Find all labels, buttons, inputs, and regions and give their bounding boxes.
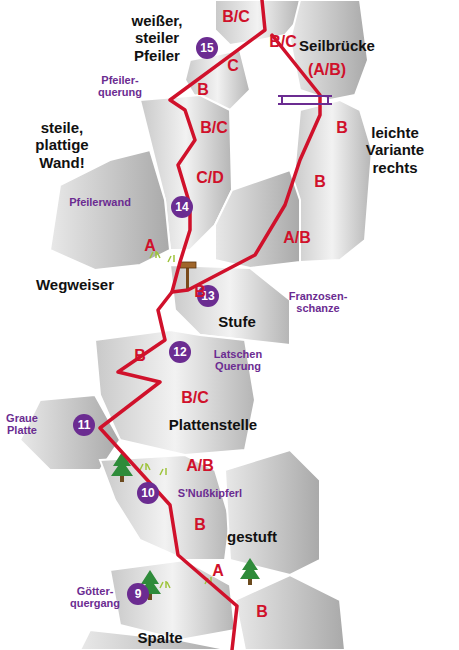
callout-number-text: 9 bbox=[135, 587, 142, 601]
section-name: Pfeilerwand bbox=[69, 196, 131, 208]
difficulty-grade: B bbox=[314, 173, 326, 191]
difficulty-grade: A/B bbox=[283, 229, 311, 247]
terrain-label: Plattenstelle bbox=[169, 416, 257, 433]
rock-pillars bbox=[20, 0, 372, 650]
difficulty-grade: B bbox=[256, 603, 268, 621]
difficulty-grade: B/C bbox=[181, 389, 209, 407]
terrain-label: gestuft bbox=[227, 528, 277, 545]
callout-number: 15 bbox=[196, 37, 218, 59]
section-name: S'Nußkipferl bbox=[178, 487, 242, 499]
difficulty-grade: B bbox=[336, 119, 348, 137]
difficulty-grade: B/C bbox=[269, 33, 297, 51]
callout-number-text: 12 bbox=[173, 345, 186, 359]
callout-number-text: 10 bbox=[141, 486, 154, 500]
difficulty-grade: (A/B) bbox=[308, 61, 346, 79]
difficulty-grade: A bbox=[212, 562, 224, 580]
rope-bridge bbox=[278, 96, 332, 104]
difficulty-grade: B bbox=[134, 347, 146, 365]
difficulty-grade: C/D bbox=[196, 169, 224, 187]
terrain-label: Stufe bbox=[218, 313, 256, 330]
difficulty-grade: A bbox=[144, 237, 156, 255]
difficulty-grade: B/C bbox=[222, 8, 250, 26]
section-name: Latschen Querung bbox=[208, 348, 268, 372]
trees bbox=[111, 452, 260, 600]
difficulty-grade: B bbox=[197, 81, 209, 99]
callout-number-text: 11 bbox=[78, 418, 91, 432]
callout-number: 14 bbox=[171, 196, 193, 218]
difficulty-grade: B bbox=[194, 283, 206, 301]
section-name: Franzosen- schanze bbox=[283, 290, 353, 314]
section-name: Graue Platte bbox=[2, 412, 42, 436]
terrain-label: Seilbrücke bbox=[299, 37, 375, 54]
terrain-label: leichte Variante rechts bbox=[355, 124, 435, 176]
difficulty-grade: B/C bbox=[200, 119, 228, 137]
callout-number: 9 bbox=[127, 583, 149, 605]
difficulty-grade: C bbox=[227, 57, 239, 75]
callout-number-text: 14 bbox=[175, 200, 188, 214]
callout-number: 10 bbox=[137, 482, 159, 504]
terrain-label: weißer, steiler Pfeiler bbox=[124, 12, 190, 64]
terrain-label: steile, plattige Wand! bbox=[26, 119, 98, 171]
terrain-label: Spalte bbox=[137, 629, 182, 646]
callout-number-text: 15 bbox=[200, 41, 213, 55]
difficulty-grade: A/B bbox=[186, 457, 214, 475]
section-name: Pfeiler- querung bbox=[91, 74, 149, 98]
callout-number: 12 bbox=[169, 341, 191, 363]
section-name: Götter- quergang bbox=[68, 585, 123, 609]
difficulty-grade: B bbox=[194, 516, 206, 534]
callout-number: 11 bbox=[73, 414, 95, 436]
terrain-label: Wegweiser bbox=[36, 276, 114, 293]
